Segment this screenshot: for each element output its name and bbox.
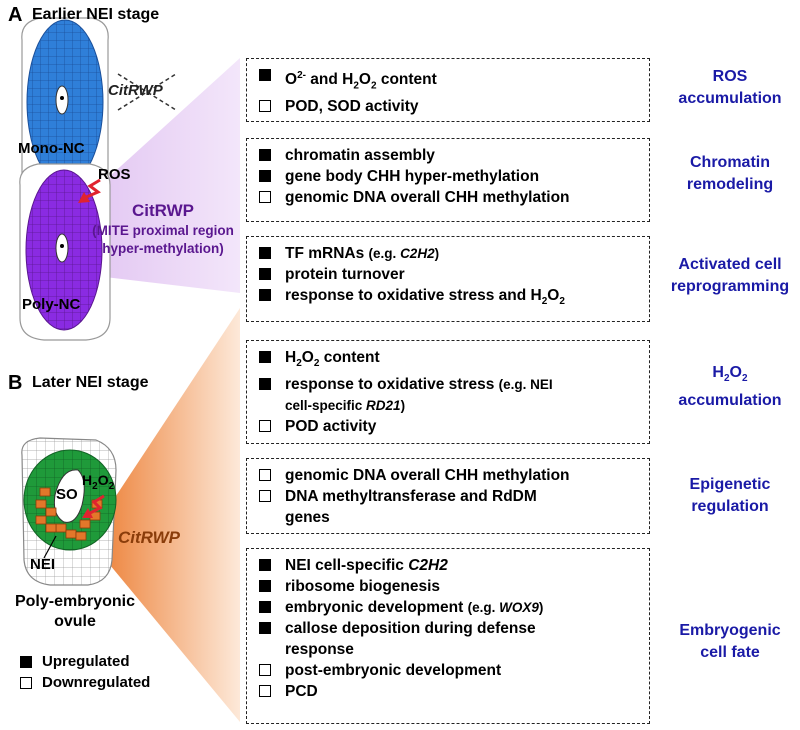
empty-square-icon [20,676,32,689]
legend-down: Downregulated [20,674,150,691]
list-item: protein turnover [259,264,639,285]
panel-b-stage-title: Later NEI stage [32,374,149,391]
list-item: response to oxidative stress and H2O2 [259,285,639,312]
box-reprogramming: TF mRNAs (e.g. C2H2) protein turnover re… [246,236,650,322]
list-item: TF mRNAs (e.g. C2H2) [259,243,639,264]
filled-square-icon [20,655,32,668]
empty-square-icon [259,420,271,433]
panel-a-letter: A [8,4,23,26]
category-epigenetic: Epigenetic regulation [689,476,771,515]
filled-square-icon [259,69,271,81]
callout-a-gene: CitRWP [131,201,194,220]
ovule-label: Poly-embryonic ovule [14,593,136,630]
box-epigenetic: genomic DNA overall CHH methylation DNA … [246,458,650,534]
category-h2o2: H2O2 accumulation [678,364,782,410]
list-item: genomic DNA overall CHH methylation [259,465,639,486]
category-ros: ROS accumulation [678,68,782,107]
list-item: chromatin assembly [259,145,639,166]
callout-a-note: (MITE proximal region hyper-methylation) [92,223,234,256]
box-embryogenic: NEI cell-specific C2H2 ribosome biogenes… [246,548,650,724]
cross-line-1 [117,73,177,111]
mono-nc-label: Mono-NC [18,140,85,157]
ros-arrow [83,178,101,200]
empty-square-icon [259,191,271,203]
h2o2-label: H2O2 [82,472,115,492]
filled-square-icon [259,601,271,613]
mono-nc-ovule [21,17,109,199]
h2o2-arrow-head [82,508,93,518]
ros-label: ROS [98,166,131,183]
filled-square-icon [259,580,271,592]
list-item: post-embryonic development [259,660,639,681]
empty-square-icon [259,100,271,113]
filled-square-icon [259,622,271,634]
category-reprogramming: Activated cell reprogramming [670,256,790,295]
empty-square-icon [259,490,271,502]
empty-square-icon [259,685,271,697]
list-item: NEI cell-specific C2H2 [259,555,639,576]
list-item: POD activity [259,416,639,437]
list-item: POD, SOD activity [259,96,639,117]
ros-arrow-head [78,192,90,203]
empty-square-icon [259,469,271,481]
filled-square-icon [259,268,271,280]
callout-fan-a [88,58,240,293]
poly-nc-ovule [19,163,111,341]
poly-nc-label: Poly-NC [22,296,81,313]
list-item: gene body CHH hyper-methylation [259,166,639,187]
legend: Upregulated Downregulated [20,653,150,691]
crossed-gene-label: CitRWP [108,82,163,99]
later-ovule [21,437,117,586]
h2o2-arrow [87,494,105,516]
filled-square-icon [259,247,271,259]
category-chromatin: Chromatin remodeling [686,154,774,193]
list-item: H2O2 content [259,347,639,374]
category-embryogenic: Embryogenic cell fate [679,622,781,661]
filled-square-icon [259,149,271,161]
box-h2o2: H2O2 content response to oxidative stres… [246,340,650,444]
panel-a-stage-title: Earlier NEI stage [32,6,160,23]
list-item: PCD [259,681,639,702]
box-ros: O2- and H2O2 content POD, SOD activity [246,58,650,122]
panel-b-letter: B [8,372,23,394]
list-item: embryonic development (e.g. WOX9) [259,597,639,618]
filled-square-icon [259,289,271,301]
cross-line-2 [117,73,177,111]
list-item: ribosome biogenesis [259,576,639,597]
nei-label: NEI [30,556,56,573]
list-item: O2- and H2O2 content [259,65,639,96]
filled-square-icon [259,378,271,391]
callout-fan-b [110,308,240,722]
filled-square-icon [259,559,271,571]
callout-a-text: CitRWP (MITE proximal region hyper-methy… [88,200,238,258]
so-label: SO [56,486,78,503]
filled-square-icon [259,170,271,182]
nei-pointer [43,535,57,559]
list-item: genomic DNA overall CHH methylation [259,187,639,208]
empty-square-icon [259,664,271,676]
callout-b-gene: CitRWP [118,528,181,547]
filled-square-icon [259,351,271,363]
box-chromatin: chromatin assembly gene body CHH hyper-m… [246,138,650,222]
legend-up: Upregulated [20,653,150,670]
